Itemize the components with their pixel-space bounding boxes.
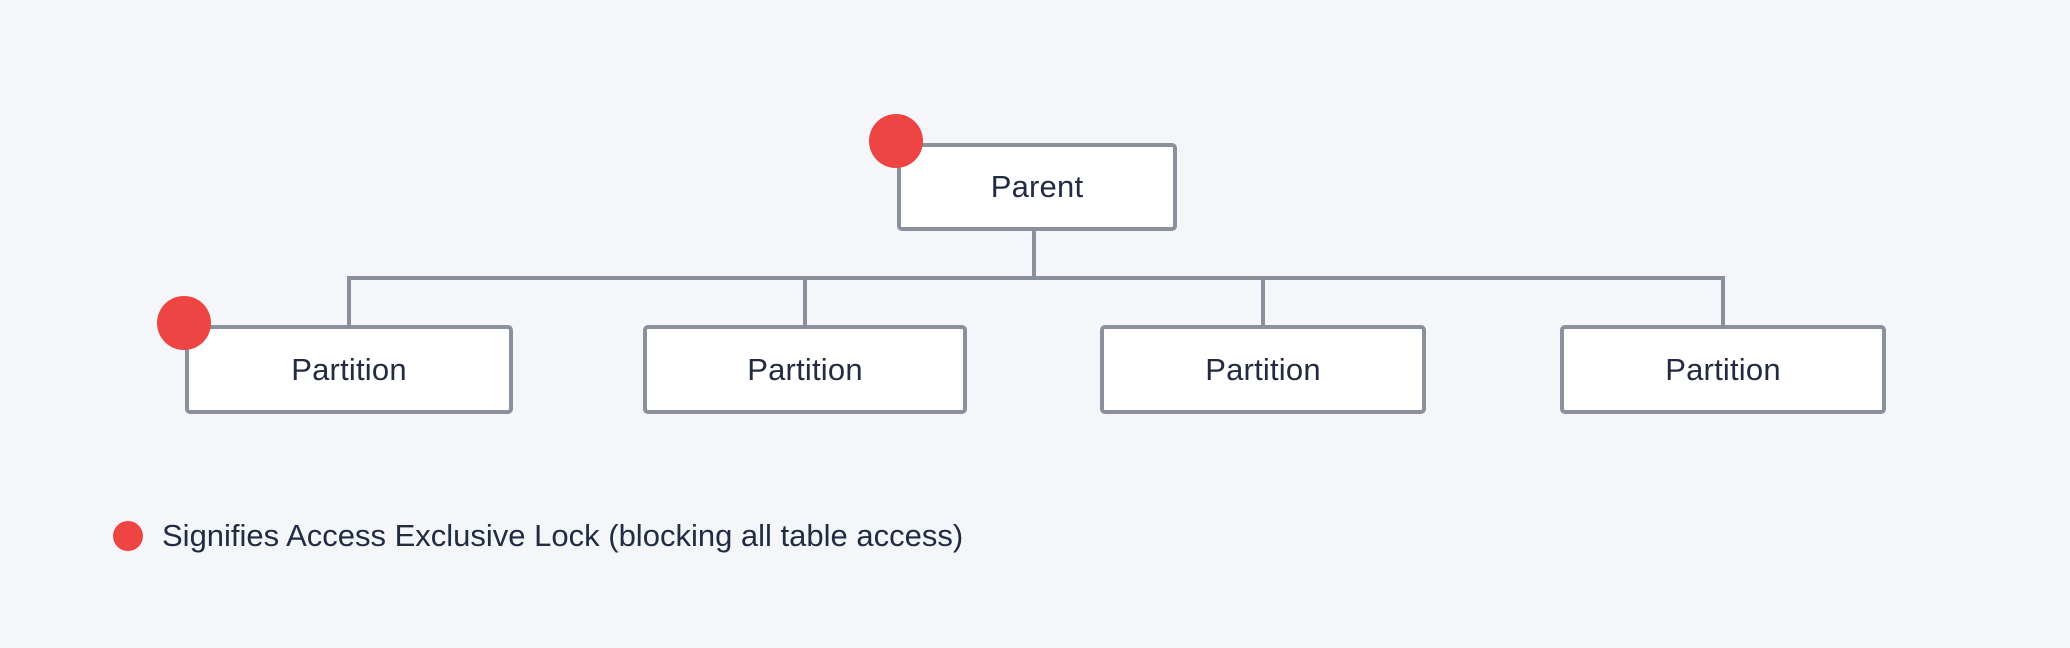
connector-stub-partition-4	[1721, 280, 1725, 325]
connector-horizontal-rail	[347, 276, 1725, 280]
connector-stub-partition-2	[803, 280, 807, 325]
connector-stub-partition-1	[347, 280, 351, 325]
partition-node-3: Partition	[1100, 325, 1426, 414]
lock-indicator-partition-1-icon	[157, 296, 211, 350]
legend: Signifies Access Exclusive Lock (blockin…	[113, 517, 963, 555]
partition-node-2: Partition	[643, 325, 967, 414]
lock-indicator-parent-icon	[869, 114, 923, 168]
connector-stub-partition-3	[1261, 280, 1265, 325]
partition-node-label: Partition	[291, 351, 407, 387]
partition-node-label: Partition	[1205, 351, 1321, 387]
partition-node-label: Partition	[747, 351, 863, 387]
parent-node-label: Parent	[990, 169, 1084, 204]
connector-parent-stub	[1032, 231, 1036, 276]
partition-node-label: Partition	[1665, 351, 1781, 387]
legend-text: Signifies Access Exclusive Lock (blockin…	[162, 518, 964, 553]
parent-node: Parent	[897, 143, 1177, 231]
partition-node-1: Partition	[185, 325, 513, 414]
partition-node-4: Partition	[1560, 325, 1886, 414]
legend-lock-dot-icon	[113, 521, 143, 551]
